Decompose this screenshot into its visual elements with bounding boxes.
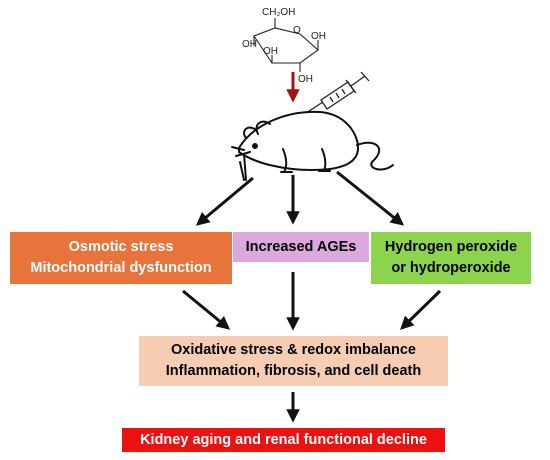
oxidative-stress-label: Oxidative stress & redox imbalance (171, 342, 416, 358)
kidney-aging-box: Kidney aging and renal functional declin… (122, 428, 445, 452)
osmotic-to-oxidative-arrow (182, 289, 231, 330)
h2o2-to-oxidative-arrow (400, 289, 442, 330)
hydrogen-peroxide-label: Hydrogen peroxide (384, 239, 518, 255)
kidney-aging-label: Kidney aging and renal functional declin… (140, 431, 427, 448)
mouse-to-osmotic-arrow (195, 176, 254, 226)
glucose-structure (253, 18, 319, 72)
mitochondrial-dysfunction-label: Mitochondrial dysfunction (30, 260, 212, 276)
mouse-to-h2o2-arrow (336, 170, 405, 226)
osmotic-stress-label: Osmotic stress (68, 239, 174, 255)
glucose-ch2oh-label: CH₂OH (262, 7, 295, 18)
glucose-ring-oxygen-label: O (293, 25, 301, 36)
glucose-oh-middle-label: OH (263, 46, 278, 57)
hydrogen-peroxide-box: Hydrogen peroxide or hydroperoxide (371, 232, 531, 284)
glucose-oh-bottom-label: OH (298, 74, 313, 85)
oxidative-stress-box: Oxidative stress & redox imbalance Infla… (139, 336, 448, 386)
mouse-illustration (231, 110, 394, 181)
increased-ages-box: Increased AGEs (233, 232, 369, 262)
glucose-oh-right-label: OH (311, 31, 326, 42)
glucose-oh-left-label: OH (242, 39, 257, 50)
increased-ages-label: Increased AGEs (245, 238, 357, 255)
syringe-icon (305, 71, 370, 114)
inflammation-fibrosis-label: Inflammation, fibrosis, and cell death (165, 363, 422, 379)
hydroperoxide-label: or hydroperoxide (391, 260, 511, 276)
osmotic-stress-box: Osmotic stress Mitochondrial dysfunction (10, 232, 232, 284)
